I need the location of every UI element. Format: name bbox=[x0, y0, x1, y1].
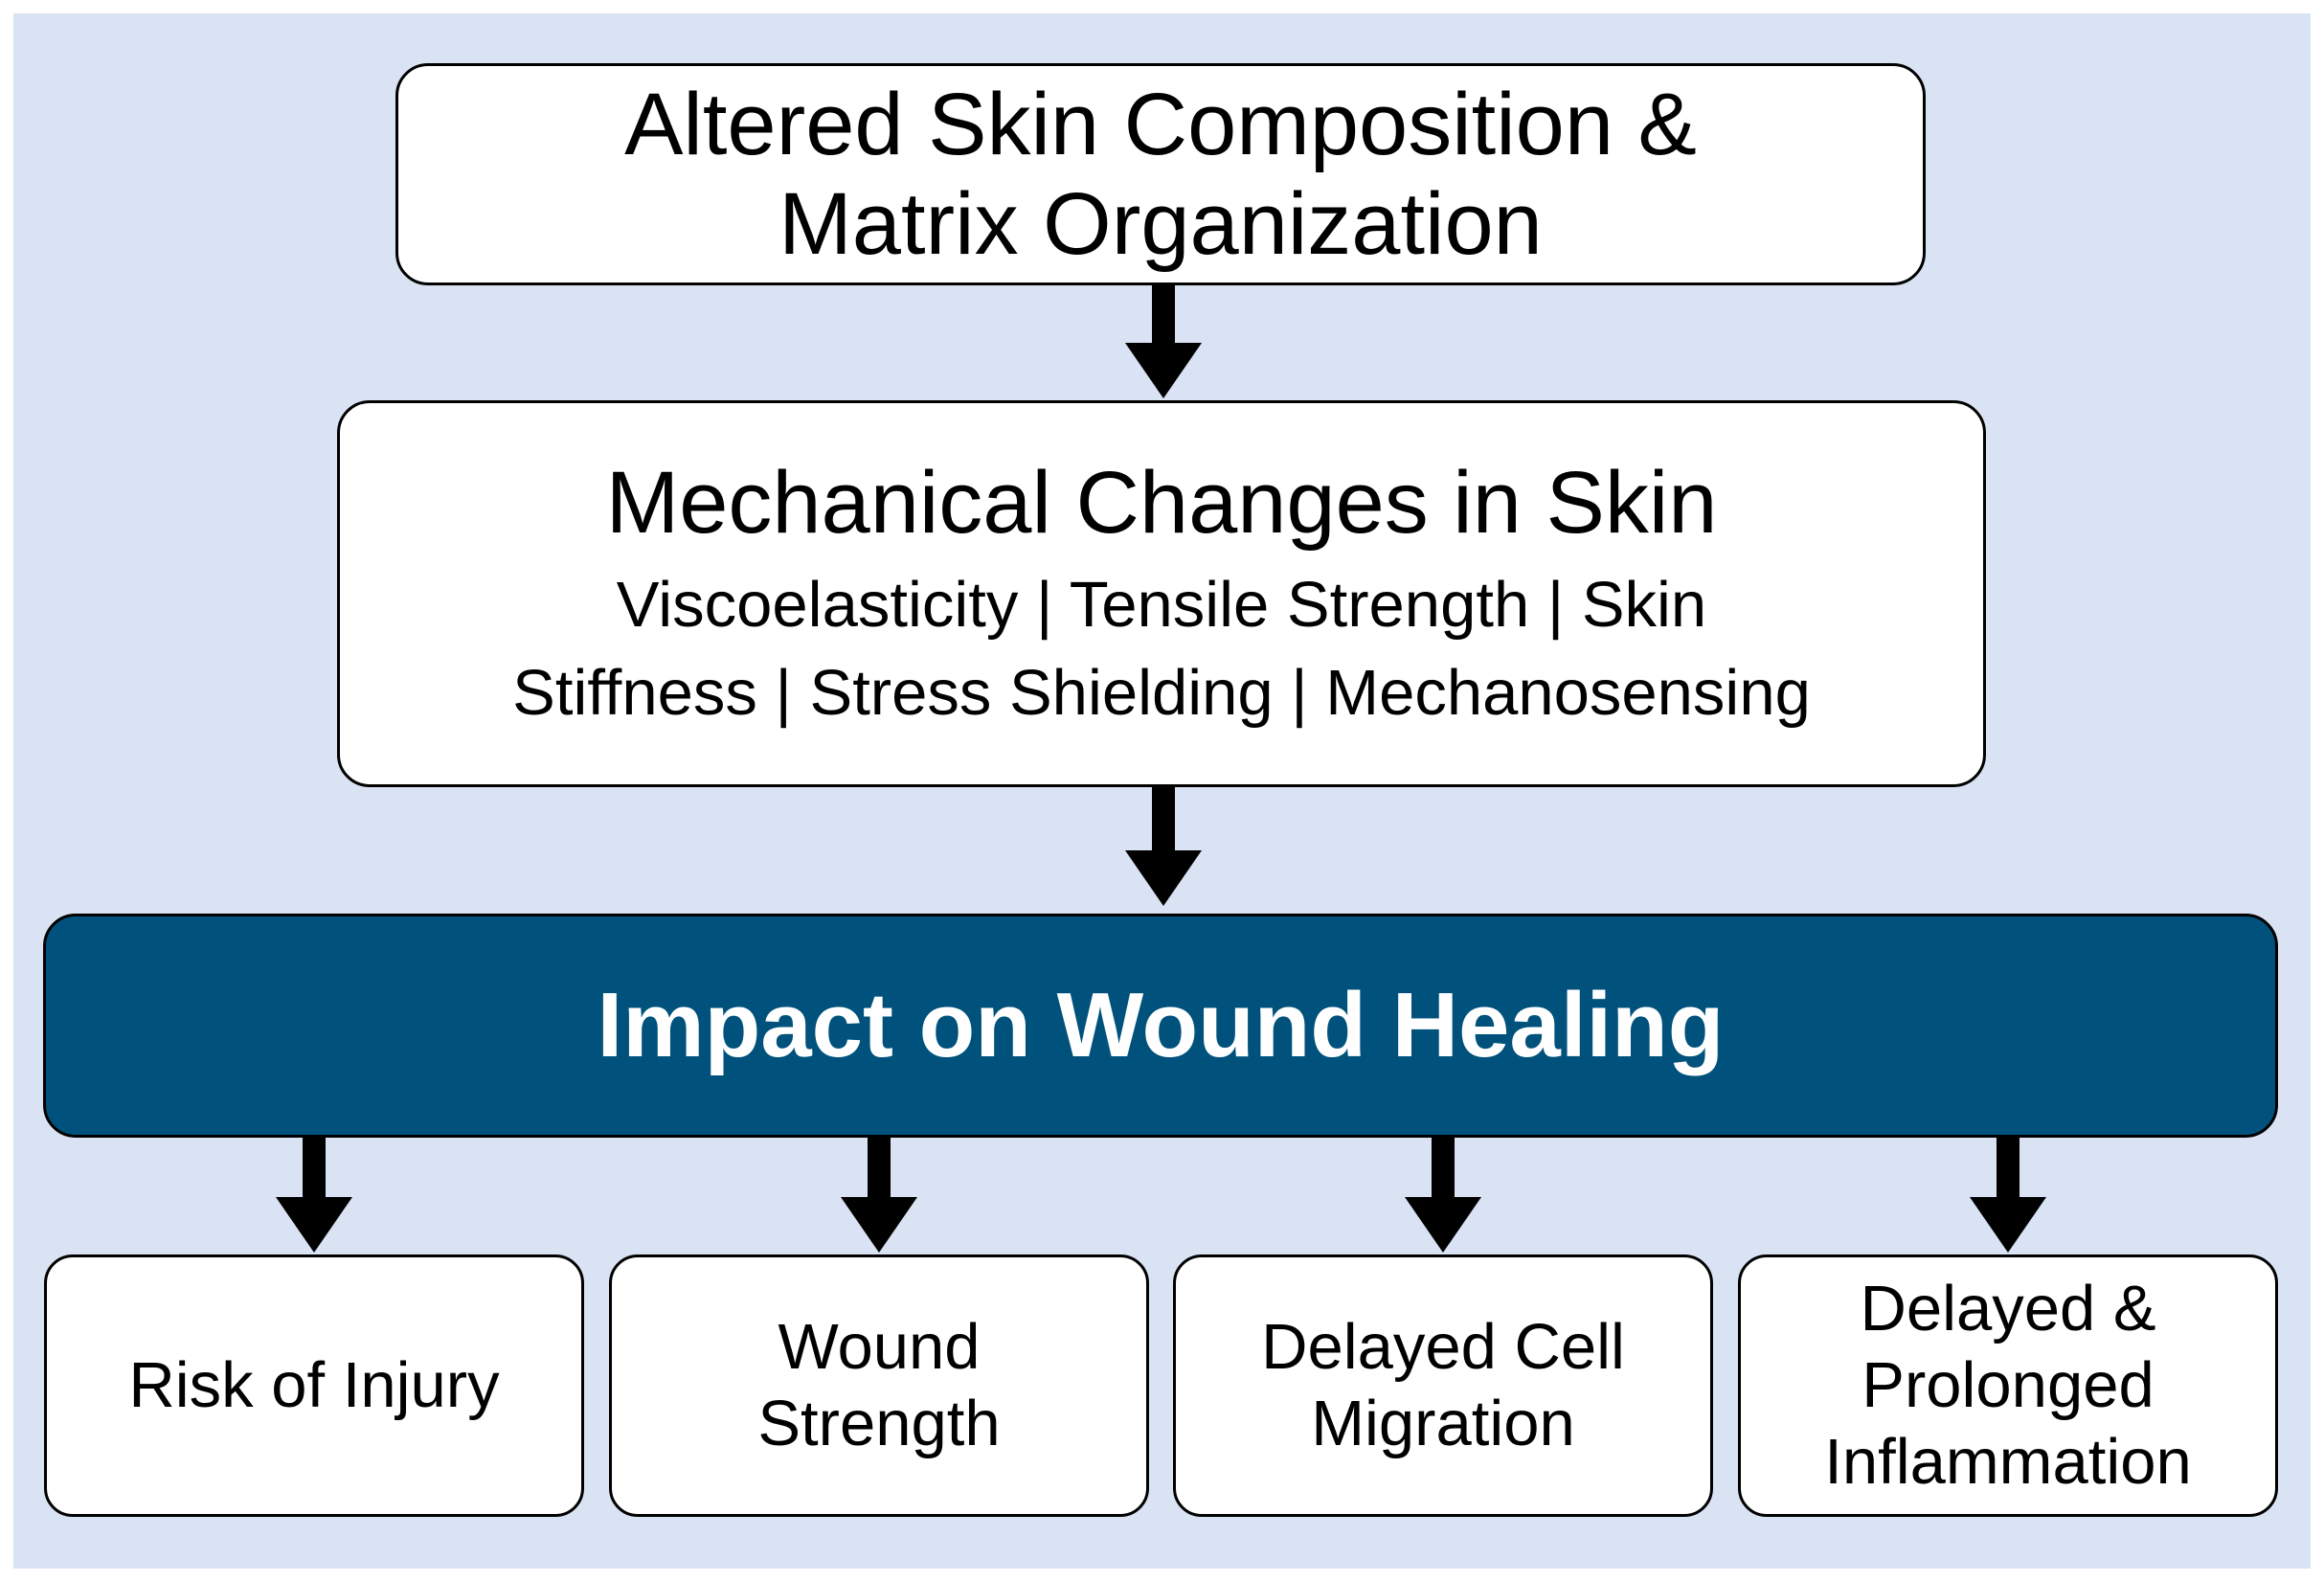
outcome-line: Delayed & bbox=[1860, 1273, 2156, 1345]
arrow-down-icon bbox=[1405, 1138, 1481, 1253]
arrow-down-icon bbox=[276, 1138, 352, 1253]
outcome-delayed-cell-migration: Delayed Cell Migration bbox=[1173, 1254, 1713, 1517]
outcome-prolonged-inflammation: Delayed & Prolonged Inflammation bbox=[1738, 1254, 2278, 1517]
outcome-line: Inflammation bbox=[1824, 1426, 2192, 1498]
arrow-down-icon bbox=[1970, 1138, 2046, 1253]
outcome-line: Wound bbox=[778, 1311, 981, 1383]
mechanical-changes-title: Mechanical Changes in Skin bbox=[605, 454, 1718, 552]
outcome-line: Strength bbox=[757, 1388, 1001, 1459]
skin-composition-box: Altered Skin Composition & Matrix Organi… bbox=[395, 63, 1926, 285]
outcome-line: Migration bbox=[1311, 1388, 1575, 1459]
skin-composition-line-1: Altered Skin Composition & bbox=[624, 76, 1697, 173]
impact-on-wound-healing-label: Impact on Wound Healing bbox=[597, 974, 1725, 1076]
outcome-line: Delayed Cell bbox=[1261, 1311, 1625, 1383]
arrow-down-icon bbox=[841, 1138, 917, 1253]
arrow-down-icon bbox=[1125, 787, 1202, 906]
mechanical-properties-line-2: Stiffness | Stress Shielding | Mechanose… bbox=[512, 657, 1811, 729]
arrow-down-icon bbox=[1125, 285, 1202, 398]
mechanical-changes-box: Mechanical Changes in Skin Viscoelastici… bbox=[337, 400, 1986, 787]
outcome-line: Risk of Injury bbox=[128, 1349, 500, 1421]
mechanical-properties-line-1: Viscoelasticity | Tensile Strength | Ski… bbox=[616, 569, 1707, 641]
outcome-risk-of-injury: Risk of Injury bbox=[44, 1254, 584, 1517]
outcome-wound-strength: Wound Strength bbox=[609, 1254, 1149, 1517]
outcome-line: Prolonged bbox=[1861, 1349, 2155, 1421]
mechanical-properties-list: Viscoelasticity | Tensile Strength | Ski… bbox=[474, 561, 1849, 737]
impact-on-wound-healing-box: Impact on Wound Healing bbox=[43, 914, 2278, 1138]
skin-composition-line-2: Matrix Organization bbox=[778, 175, 1543, 273]
